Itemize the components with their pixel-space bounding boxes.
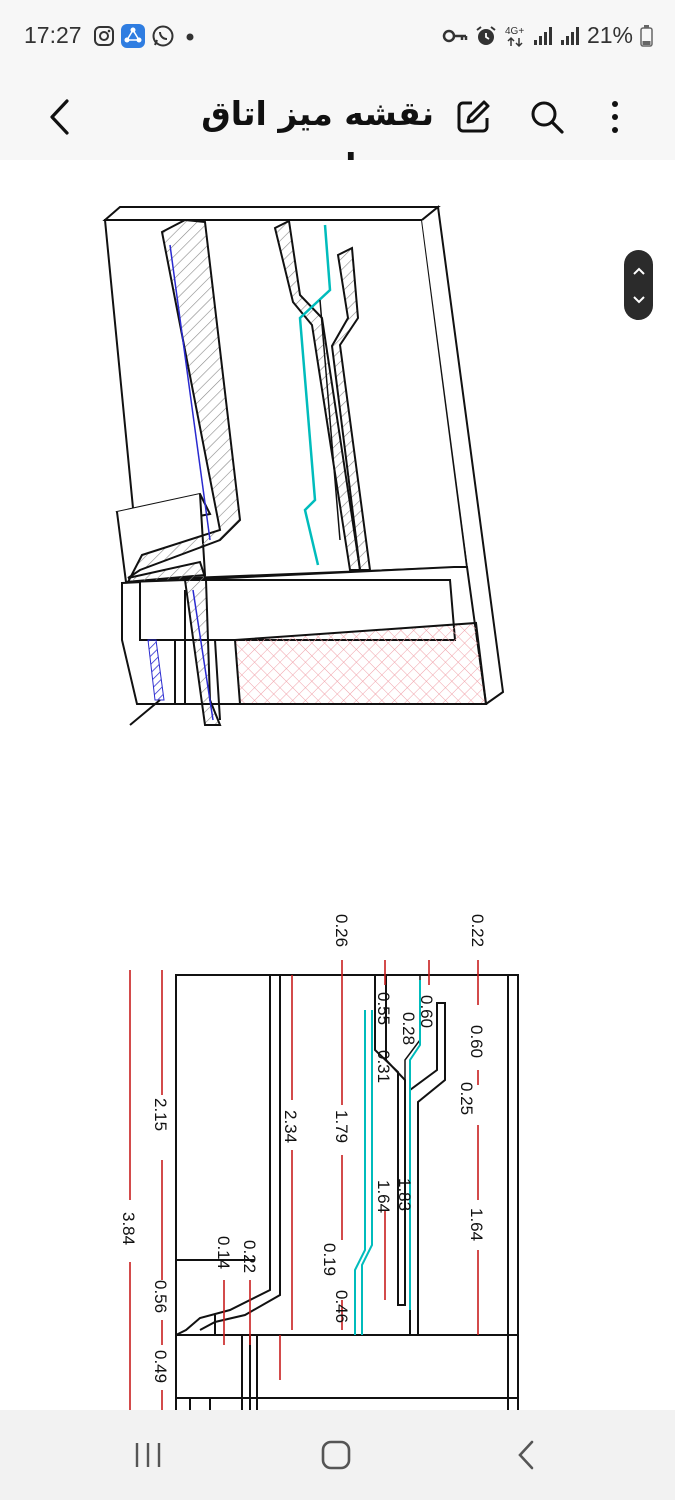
more-vert-icon [612, 101, 618, 133]
dim-label: 0.56 [151, 1280, 170, 1313]
status-left-icons [93, 24, 199, 48]
battery-percent: 21% [586, 22, 633, 48]
cabinet-plan-drawing: 0.26 0.22 3.84 2.15 0.56 0.49 2.34 0.22 … [119, 914, 519, 1410]
app-bar: نقشه میز اتاق نوجوان [0, 76, 675, 185]
status-right: 4G+ 21% [442, 22, 653, 49]
chevron-down-icon[interactable] [632, 295, 646, 305]
dim-label: 3.84 [119, 1212, 138, 1245]
share-app-icon [121, 24, 145, 48]
network-4g-icon: 4G+ [505, 26, 524, 47]
dim-label: 0.22 [240, 1240, 259, 1273]
technical-drawing: 0.26 0.22 3.84 2.15 0.56 0.49 2.34 0.22 … [102, 205, 519, 1410]
dim-label: 0.60 [467, 1025, 486, 1058]
dim-label: 1.64 [374, 1180, 393, 1213]
edit-icon [457, 100, 490, 133]
svg-text:4G+: 4G+ [505, 26, 524, 37]
dot-icon [186, 33, 194, 41]
instagram-icon [94, 26, 114, 46]
dim-label: 0.25 [457, 1082, 476, 1115]
edit-button[interactable] [448, 86, 498, 148]
whatsapp-icon [152, 25, 174, 47]
alarm-icon [476, 25, 496, 45]
dim-label: 0.60 [417, 995, 436, 1028]
home-button[interactable] [306, 1428, 366, 1482]
page-scroll-control[interactable] [624, 250, 653, 320]
dim-label: 0.19 [320, 1243, 339, 1276]
dim-label: 0.55 [374, 992, 393, 1025]
more-options-button[interactable] [590, 86, 640, 148]
system-nav-bar [0, 1410, 675, 1500]
recent-apps-button[interactable] [118, 1428, 178, 1482]
home-icon [321, 1440, 351, 1470]
dim-label: 0.28 [399, 1012, 418, 1045]
dim-label: 2.15 [151, 1098, 170, 1131]
status-bar: 17:27 4G+ 21% [0, 0, 675, 76]
chevron-up-icon[interactable] [632, 266, 646, 276]
back-icon [518, 1440, 534, 1470]
back-button[interactable] [38, 86, 82, 148]
dim-label: 0.22 [468, 914, 487, 947]
signal-icon [533, 26, 552, 45]
search-icon [531, 101, 564, 134]
dim-label: 2.34 [281, 1110, 300, 1143]
document-content[interactable]: 0.26 0.22 3.84 2.15 0.56 0.49 2.34 0.22 … [0, 160, 675, 1410]
search-button[interactable] [522, 86, 572, 148]
dim-label: 0.14 [214, 1236, 233, 1269]
dim-label: 0.26 [332, 914, 351, 947]
dim-label: 0.49 [151, 1350, 170, 1383]
signal-icon [560, 26, 579, 45]
dim-label: 0.31 [374, 1050, 393, 1083]
battery-icon [640, 24, 653, 47]
dim-label: 1.79 [332, 1110, 351, 1143]
key-icon [442, 29, 468, 42]
cabinet-3d-drawing [102, 205, 505, 726]
recent-apps-icon [135, 1443, 161, 1467]
nav-back-button[interactable] [496, 1428, 556, 1482]
dim-label: 0.46 [332, 1290, 351, 1323]
dim-label: 1.83 [395, 1178, 414, 1211]
back-chevron-icon [50, 99, 69, 135]
dim-label: 1.64 [467, 1208, 486, 1241]
status-time: 17:27 [24, 22, 82, 48]
